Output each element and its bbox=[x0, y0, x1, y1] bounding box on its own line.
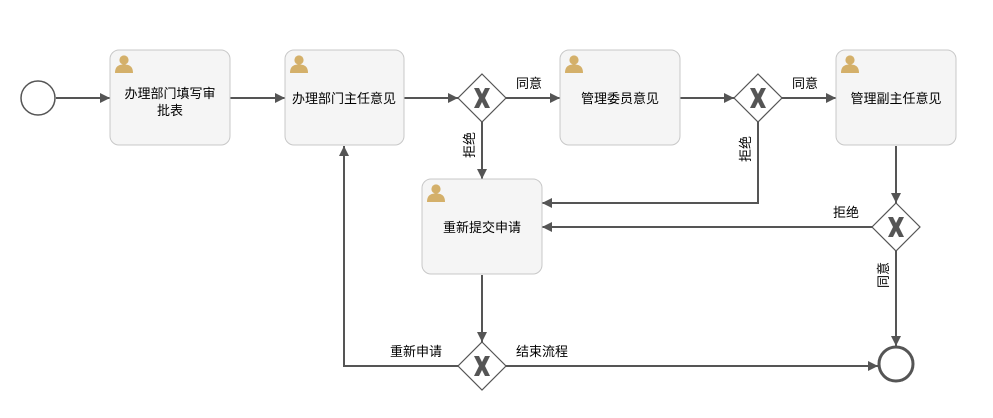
task-dept-head-label: 办理部门主任意见 bbox=[292, 91, 396, 107]
task-committee-opinion[interactable]: 管理委员意见 bbox=[559, 49, 681, 146]
task-dept-head-opinion[interactable]: 办理部门主任意见 bbox=[284, 49, 405, 146]
flow-label-reject-1: 拒绝 bbox=[462, 132, 478, 158]
flow-label-reject-2: 拒绝 bbox=[738, 136, 754, 162]
flow-gw4-to-dept-head bbox=[339, 146, 458, 367]
flow-label-agree-3: 同意 bbox=[876, 262, 892, 288]
flow-label-agree-1: 同意 bbox=[516, 76, 542, 92]
task-committee-label: 管理委员意见 bbox=[581, 91, 659, 107]
sequence-flows bbox=[56, 93, 901, 371]
start-event[interactable] bbox=[20, 80, 56, 116]
task-fill-form-label-line2: 批表 bbox=[157, 104, 183, 119]
task-fill-form[interactable]: 办理部门填写审 批表 bbox=[109, 49, 231, 146]
task-vice-director-opinion[interactable]: 管理副主任意见 bbox=[835, 49, 957, 146]
flow-label-reject-3: 拒绝 bbox=[833, 205, 859, 221]
task-fill-form-label-line1: 办理部门填写审 bbox=[124, 87, 215, 102]
flow-gw2-to-resubmit bbox=[542, 122, 759, 208]
end-event[interactable] bbox=[877, 345, 915, 383]
flow-label-end-process: 结束流程 bbox=[516, 345, 568, 360]
gateway-resubmit-decision[interactable] bbox=[457, 341, 507, 391]
gateway-dept-head-decision[interactable] bbox=[457, 73, 507, 123]
gateway-vice-director-decision[interactable] bbox=[871, 202, 921, 252]
flow-label-reapply: 重新申请 bbox=[390, 344, 442, 360]
flow-label-agree-2: 同意 bbox=[792, 76, 818, 92]
task-resubmit-label: 重新提交申请 bbox=[443, 220, 521, 236]
task-vice-director-label: 管理副主任意见 bbox=[850, 91, 941, 107]
gateway-committee-decision[interactable] bbox=[733, 73, 783, 123]
task-resubmit-application[interactable]: 重新提交申请 bbox=[421, 178, 543, 275]
